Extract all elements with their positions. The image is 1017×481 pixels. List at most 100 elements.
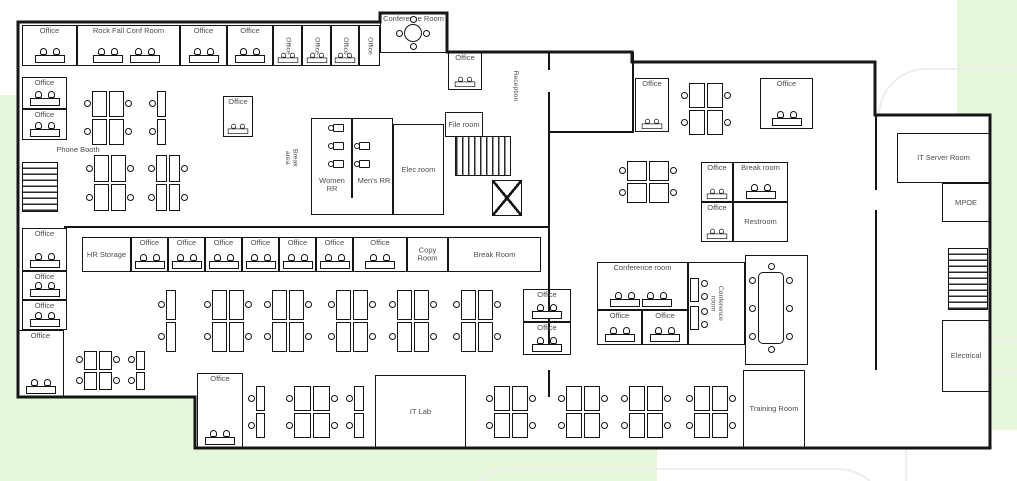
- room-conference-room: Conference room: [688, 262, 745, 345]
- chair-icon: [601, 394, 608, 402]
- toilet-icon: [328, 160, 344, 168]
- office-desk: [771, 111, 802, 126]
- room-office: Office: [523, 322, 571, 355]
- workstation-desk: [346, 413, 364, 438]
- office-desk: [641, 118, 663, 129]
- room-office: Office: [273, 25, 302, 66]
- room-label: Office: [655, 311, 675, 320]
- chair-icon: [76, 376, 83, 384]
- room-hr-storage: HR Storage: [82, 237, 131, 272]
- room-label: Office: [39, 26, 60, 35]
- chair-icon: [619, 189, 626, 196]
- room-office: Office: [597, 310, 642, 345]
- room-label: Electrical: [950, 350, 982, 360]
- chair-icon: [453, 333, 460, 340]
- chair-icon: [701, 293, 708, 300]
- room-office: Office: [331, 25, 359, 66]
- chair-icon: [621, 421, 628, 429]
- chair-icon: [86, 193, 93, 201]
- chair-icon: [305, 333, 312, 340]
- chair-icon: [494, 333, 501, 340]
- room-office: Office: [197, 373, 243, 448]
- elevator-icon: [492, 180, 522, 216]
- workstation-desk: [76, 371, 97, 390]
- workstation-desk: [353, 290, 376, 320]
- workstation-desk: [647, 386, 671, 411]
- desk-cluster: [388, 287, 438, 355]
- workstation-desk: [148, 184, 167, 211]
- workstation-desk: [128, 351, 145, 370]
- desk-cluster: [345, 383, 373, 441]
- door-opening: [873, 190, 879, 210]
- room-label: Office: [341, 36, 349, 55]
- chair-icon: [84, 100, 91, 107]
- chair-icon: [328, 301, 335, 308]
- chair-icon: [749, 277, 756, 284]
- workstation-desk: [204, 322, 227, 352]
- room-label: Office: [34, 272, 55, 281]
- room-label: Break Room: [473, 249, 516, 259]
- office-desk: [609, 292, 640, 307]
- office-desk: [706, 228, 728, 239]
- workstation-desk: [686, 413, 710, 438]
- room-label: Conference room: [613, 263, 672, 272]
- workstation-desk: [169, 155, 188, 182]
- workstation-desk: [584, 413, 608, 438]
- office-desk: [235, 48, 265, 63]
- chair-icon: [786, 305, 793, 312]
- workstation-desk: [328, 322, 351, 352]
- chair-icon: [264, 301, 271, 308]
- room-file-room: File room: [445, 112, 483, 137]
- chair-icon: [686, 394, 693, 402]
- toilet-icon: [354, 160, 370, 168]
- workstation-desk: [512, 386, 536, 411]
- chair-icon: [724, 91, 731, 99]
- office-desk: [277, 52, 298, 63]
- room-office: Office: [353, 237, 407, 272]
- chair-icon: [701, 321, 708, 328]
- room-label: Men's RR: [357, 176, 391, 185]
- desk-cluster: [247, 383, 274, 441]
- chair-icon: [729, 394, 736, 402]
- workstation-desk: [149, 91, 166, 117]
- room-label: Elec.room: [401, 164, 436, 174]
- chair-icon: [286, 421, 293, 429]
- room-label: IT Lab: [409, 406, 432, 416]
- workstation-desk: [478, 322, 501, 352]
- office-desk: [306, 52, 327, 63]
- room-label: Office: [193, 26, 214, 35]
- chair-icon: [724, 118, 731, 126]
- room-office: Office: [22, 271, 67, 300]
- room-label: Office: [707, 203, 727, 212]
- chair-icon: [158, 333, 165, 340]
- office-desk: [29, 253, 60, 268]
- room-break-room: Break room: [733, 162, 788, 202]
- chair-icon: [181, 193, 188, 201]
- room-office: Office: [359, 25, 380, 66]
- workstation-desk: [313, 386, 338, 411]
- room-label: Office: [537, 323, 557, 332]
- workstation-desk: [649, 161, 677, 181]
- desk-cluster: [620, 383, 672, 441]
- desk-cluster: [680, 80, 732, 138]
- chair-icon: [248, 421, 255, 429]
- chair-icon: [681, 118, 688, 126]
- workstation-desk: [558, 386, 582, 411]
- chair-icon: [786, 277, 793, 284]
- room-women-rr: Women RR: [313, 176, 351, 198]
- chair-icon: [245, 301, 252, 308]
- chair-icon: [181, 164, 188, 172]
- chair-icon: [204, 333, 211, 340]
- room-label: HR Storage: [86, 249, 127, 259]
- room-label: Office: [324, 238, 345, 247]
- chair-icon: [204, 301, 211, 308]
- workstation-desk: [289, 322, 312, 352]
- room-office: Office: [279, 237, 316, 272]
- room-men-s-rr: Men's RR: [356, 176, 392, 198]
- room-office: Office: [642, 310, 688, 345]
- workstation-desk: [229, 322, 252, 352]
- workstation-desk: [313, 413, 338, 438]
- chair-icon: [148, 193, 155, 201]
- workstation-desk: [229, 290, 252, 320]
- chair-icon: [128, 376, 135, 384]
